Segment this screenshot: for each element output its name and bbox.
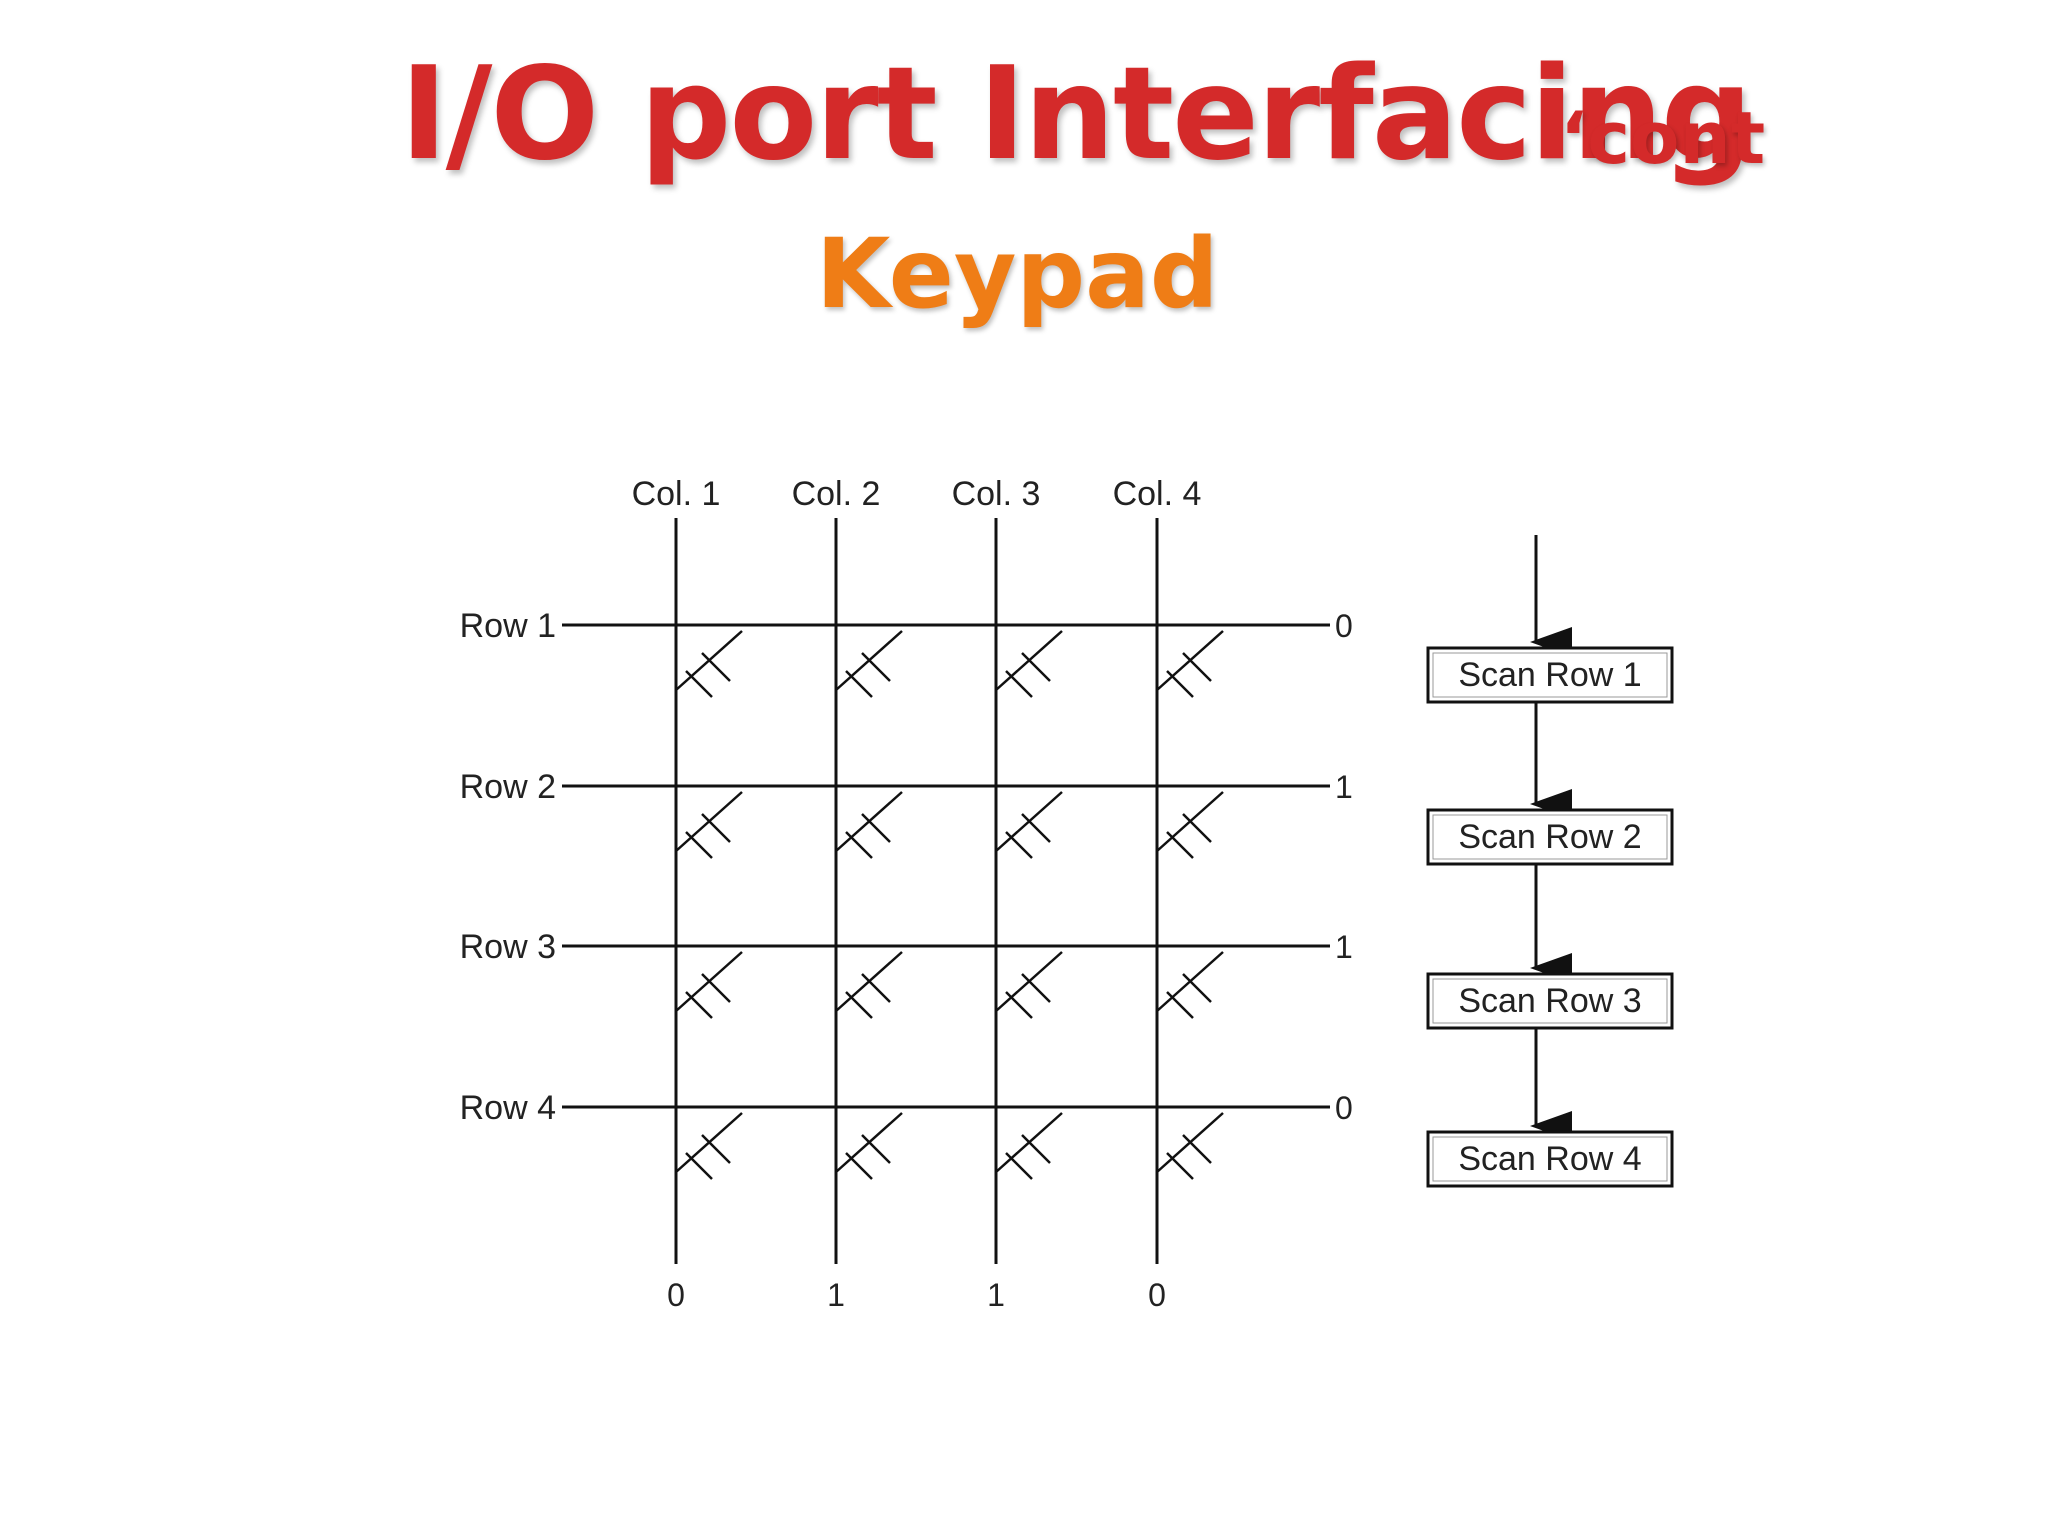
scan-step-border — [1426, 808, 1674, 866]
scan-step-inner-border — [1432, 814, 1668, 860]
row-label: Row 4 — [460, 1089, 556, 1127]
key-switch — [1156, 791, 1224, 859]
scan-step-border — [1426, 646, 1674, 704]
key-switch — [835, 791, 903, 859]
switch-contact-plate — [685, 991, 713, 1019]
scan-step-label: Scan Row 4 — [1458, 1140, 1641, 1178]
switch-contact-plate — [1005, 670, 1033, 698]
switch-contact-plate — [1021, 813, 1051, 843]
switch-contact-plate — [861, 973, 891, 1003]
slide-title-suffix: ‘cont — [1560, 96, 1766, 180]
switch-contact-plate — [685, 831, 713, 859]
switch-contact-plate — [685, 1152, 713, 1180]
key-switch — [995, 630, 1063, 698]
switch-contact-plate — [1166, 831, 1194, 859]
switch-contact-plate — [845, 991, 873, 1019]
scan-step-box: Scan Row 3 — [1426, 972, 1674, 1030]
key-switch — [995, 791, 1063, 859]
switch-contact-plate — [1182, 973, 1212, 1003]
scan-step-border — [1426, 1130, 1674, 1188]
row-label: Row 1 — [460, 607, 556, 645]
key-switch — [835, 951, 903, 1019]
scan-step-border — [1426, 972, 1674, 1030]
scan-step-label: Scan Row 2 — [1458, 818, 1641, 856]
slide-subtitle: Keypad — [816, 218, 1219, 330]
key-switch — [675, 1112, 743, 1180]
switch-contact-plate — [701, 973, 731, 1003]
switch-contact-plate — [685, 670, 713, 698]
scan-step-inner-border — [1432, 978, 1668, 1024]
key-switch — [835, 1112, 903, 1180]
switch-contact-plate — [1005, 991, 1033, 1019]
key-switch — [835, 630, 903, 698]
switch-contact-plate — [1182, 1134, 1212, 1164]
column-label: Col. 2 — [792, 475, 881, 513]
row-output-label: 1 — [1335, 929, 1353, 965]
key-switch — [675, 791, 743, 859]
switch-contact-plate — [861, 1134, 891, 1164]
column-label: Col. 4 — [1113, 475, 1202, 513]
row-output-label: 0 — [1335, 608, 1353, 644]
row-label: Row 2 — [460, 768, 556, 806]
key-switch — [1156, 630, 1224, 698]
switch-contact-plate — [845, 1152, 873, 1180]
scan-step-box: Scan Row 1 — [1426, 646, 1674, 704]
switch-contact-plate — [845, 670, 873, 698]
key-switch — [1156, 951, 1224, 1019]
key-switch — [675, 630, 743, 698]
switch-contact-plate — [701, 652, 731, 682]
switch-contact-plate — [1182, 813, 1212, 843]
scan-step-inner-border — [1432, 652, 1668, 698]
switch-contact-plate — [1005, 1152, 1033, 1180]
switch-contact-plate — [701, 1134, 731, 1164]
row-output-label: 1 — [1335, 769, 1353, 805]
scan-step-box: Scan Row 2 — [1426, 808, 1674, 866]
scan-step-label: Scan Row 3 — [1458, 982, 1641, 1020]
switch-contact-plate — [701, 813, 731, 843]
switch-contact-plate — [1166, 670, 1194, 698]
column-output-label: 1 — [987, 1277, 1005, 1313]
switch-contact-plate — [1021, 973, 1051, 1003]
switch-contact-plate — [1182, 652, 1212, 682]
switch-contact-plate — [845, 831, 873, 859]
key-switch — [995, 951, 1063, 1019]
switch-contact-plate — [1005, 831, 1033, 859]
column-output-label: 0 — [667, 1277, 685, 1313]
scan-step-box: Scan Row 4 — [1426, 1130, 1674, 1188]
switch-contact-plate — [1166, 991, 1194, 1019]
column-label: Col. 3 — [952, 475, 1041, 513]
row-output-label: 0 — [1335, 1090, 1353, 1126]
column-output-label: 1 — [827, 1277, 845, 1313]
key-switch — [675, 951, 743, 1019]
key-switch — [995, 1112, 1063, 1180]
scan-step-inner-border — [1432, 1136, 1668, 1182]
column-label: Col. 1 — [632, 475, 721, 513]
scan-step-label: Scan Row 1 — [1458, 656, 1641, 694]
slide-title: I/O port Interfacing — [400, 40, 1753, 189]
key-switch — [1156, 1112, 1224, 1180]
column-output-label: 0 — [1148, 1277, 1166, 1313]
switch-contact-plate — [861, 813, 891, 843]
switch-contact-plate — [1166, 1152, 1194, 1180]
switch-contact-plate — [1021, 1134, 1051, 1164]
switch-contact-plate — [861, 652, 891, 682]
row-label: Row 3 — [460, 928, 556, 966]
switch-contact-plate — [1021, 652, 1051, 682]
